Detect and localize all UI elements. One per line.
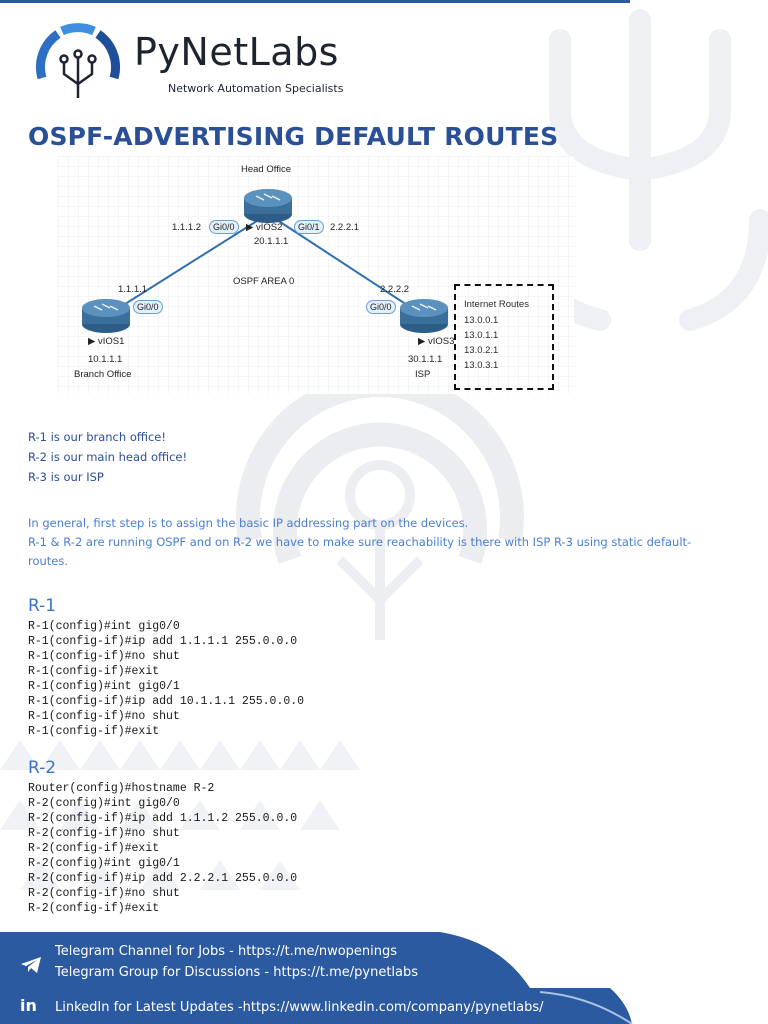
router-icon	[400, 299, 448, 333]
r2-left-ip: 1.1.1.2	[172, 222, 202, 233]
linkedin-icon[interactable]: in	[20, 996, 37, 1015]
diagram-grid	[58, 156, 574, 394]
r3-name-text: vIOS3	[427, 336, 455, 347]
code-line: R-2(config-if)#no shut	[28, 887, 180, 900]
diagram-canvas	[58, 156, 574, 394]
section-heading-r1: R-1	[28, 596, 57, 616]
ospf-area-label: OSPF AREA 0	[233, 276, 295, 287]
paragraph-line: R-1 & R-2 are running OSPF and on R-2 we…	[28, 535, 692, 549]
internet-route: 13.0.2.1	[464, 345, 499, 356]
r1-site: Branch Office	[74, 369, 132, 380]
code-line: R-1(config)#int gig0/1	[28, 680, 180, 693]
r3-port: Gi0/0	[366, 300, 396, 314]
network-diagram: Head Office 1.1.1.2 Gi0/0 ▶ vIOS2 Gi0/1 …	[58, 156, 574, 394]
intro-line: R-2 is our main head office!	[28, 450, 188, 464]
code-line: R-1(config-if)#no shut	[28, 650, 180, 663]
r2-name-text: vIOS2	[255, 222, 283, 233]
brand-tagline: Network Automation Specialists	[168, 82, 344, 95]
r3-router-id: 30.1.1.1	[408, 354, 443, 365]
router-icon	[82, 299, 130, 333]
brand-logo	[28, 18, 368, 108]
r1-router-id: 10.1.1.1	[88, 354, 123, 365]
r2-right-port: Gi0/1	[294, 220, 324, 234]
code-line: R-1(config-if)#no shut	[28, 710, 180, 723]
r1-name-text: vIOS1	[97, 336, 125, 347]
r2-left-port: Gi0/0	[209, 220, 239, 234]
head-office-label: Head Office	[241, 164, 291, 175]
code-line: R-2(config-if)#exit	[28, 902, 160, 915]
paragraph-line: In general, first step is to assign the …	[28, 516, 469, 530]
r2-router-id: 20.1.1.1	[254, 236, 289, 247]
code-line: R-1(config)#int gig0/0	[28, 620, 180, 633]
r3-site: ISP	[415, 369, 431, 380]
r2-name: ▶ vIOS2	[246, 222, 283, 233]
top-rule	[0, 0, 630, 3]
logo-icon	[35, 23, 121, 98]
code-line: R-2(config)#int gig0/0	[28, 797, 180, 810]
internet-route: 13.0.0.1	[464, 315, 499, 326]
internet-routes-box: Internet Routes 13.0.0.1 13.0.1.1 13.0.2…	[454, 284, 554, 390]
code-line: R-2(config)#int gig0/1	[28, 857, 180, 870]
router-icon	[244, 189, 292, 223]
linkedin-link[interactable]: LinkedIn for Latest Updates -https://www…	[55, 1000, 544, 1015]
code-line: R-1(config-if)#ip add 1.1.1.1 255.0.0.0	[28, 635, 298, 648]
internet-route: 13.0.3.1	[464, 360, 499, 371]
intro-line: R-3 is our ISP	[28, 470, 104, 484]
telegram-channel-link[interactable]: Telegram Channel for Jobs - https://t.me…	[55, 944, 398, 959]
intro-line: R-1 is our branch office!	[28, 430, 166, 444]
internet-routes-title: Internet Routes	[464, 299, 529, 310]
telegram-icon[interactable]	[20, 956, 42, 974]
code-line: R-1(config-if)#exit	[28, 665, 160, 678]
link-r2-r1	[105, 213, 269, 317]
r1-port: Gi0/0	[133, 300, 163, 314]
telegram-group-link[interactable]: Telegram Group for Discussions - https:/…	[55, 965, 419, 980]
r3-name: ▶ vIOS3	[418, 336, 455, 347]
code-line: R-1(config-if)#exit	[28, 725, 160, 738]
footer-band	[0, 932, 633, 1024]
code-line: R-1(config-if)#ip add 10.1.1.1 255.0.0.0	[28, 695, 305, 708]
r3-ip: 2.2.2.2	[380, 284, 410, 295]
section-heading-r2: R-2	[28, 758, 57, 778]
code-line: R-2(config-if)#no shut	[28, 827, 180, 840]
link-r2-r3	[267, 213, 425, 317]
paragraph-line: routes.	[28, 554, 69, 568]
brand-name: PyNetLabs	[134, 30, 339, 74]
r1-ip: 1.1.1.1	[118, 284, 148, 295]
code-line: R-2(config-if)#exit	[28, 842, 160, 855]
page-title: OSPF-ADVERTISING DEFAULT ROUTES	[28, 122, 559, 151]
r1-name: ▶ vIOS1	[88, 336, 125, 347]
body-paragraph: In general, first step is to assign the …	[28, 514, 748, 571]
r2-right-ip: 2.2.2.1	[330, 222, 360, 233]
code-line: Router(config)#hostname R-2	[28, 782, 215, 795]
internet-route: 13.0.1.1	[464, 330, 499, 341]
code-line: R-2(config-if)#ip add 1.1.1.2 255.0.0.0	[28, 812, 298, 825]
code-line: R-2(config-if)#ip add 2.2.2.1 255.0.0.0	[28, 872, 298, 885]
